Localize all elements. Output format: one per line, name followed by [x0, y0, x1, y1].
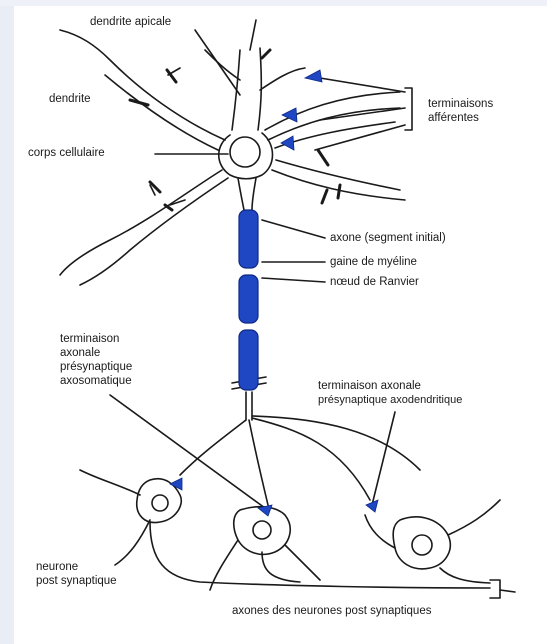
dendrite-lower-left	[60, 170, 222, 275]
post-neuron-3	[393, 517, 450, 569]
spine-2	[130, 100, 148, 105]
axon-branch-far-right	[252, 416, 420, 470]
cell-body-nucleus	[230, 137, 260, 167]
post-neuron-2	[234, 507, 290, 555]
post-neuron-2-nucleus	[253, 521, 271, 539]
leader-axones-post	[500, 590, 515, 592]
post-neuron-1-nucleus	[152, 495, 168, 511]
apical-branch-right	[260, 68, 305, 90]
myelin-segment-1	[239, 210, 258, 268]
label-corps-cellulaire: corps cellulaire	[28, 147, 105, 160]
leader-terminaisons	[315, 78, 405, 150]
label-axone-segment-initial: axone (segment initial)	[330, 232, 446, 245]
axon-branch-left	[180, 420, 246, 475]
spine-4	[322, 190, 327, 203]
label-axodendritique-2: présynaptique axodendritique	[318, 394, 462, 407]
afferent-terminal-1	[305, 70, 322, 82]
post-axon-bracket	[490, 580, 500, 598]
afferent-terminal-3	[281, 136, 294, 150]
apical-branch-left	[205, 50, 240, 80]
dendrite-left-upper	[60, 30, 225, 140]
axon-lower	[246, 392, 252, 420]
label-dendrite: dendrite	[49, 93, 91, 106]
myelin-segment-3	[239, 330, 258, 390]
label-terminaisons-1: terminaisons	[428, 98, 493, 111]
myelin-segment-2	[239, 275, 258, 323]
label-dendrite-apicale: dendrite apicale	[90, 16, 171, 29]
label-axosomatique-1: terminaison	[60, 333, 119, 346]
spine-3	[318, 150, 328, 165]
label-gaine-de-myeline: gaine de myéline	[330, 256, 417, 269]
dendrite-right-3	[276, 160, 400, 190]
leader-axone	[262, 220, 325, 238]
axon-hillock	[238, 178, 256, 210]
label-noeud-de-ranvier: nœud de Ranvier	[330, 276, 419, 289]
post-axon-1	[150, 522, 490, 588]
label-axodendritique-1: terminaison axonale	[318, 380, 421, 393]
leader-axodendritique	[372, 412, 395, 505]
axon-branch-mid	[249, 420, 268, 505]
leader-bracket-afferentes	[405, 88, 412, 130]
post-neuron-1-dendrite	[80, 470, 150, 565]
label-axosomatique-4: axosomatique	[60, 375, 132, 388]
spine-5	[338, 185, 340, 198]
cell-body-outline	[219, 133, 273, 179]
spine-7	[165, 205, 172, 210]
label-terminaisons-2: afférentes	[428, 112, 479, 125]
label-neurone-post-2: post synaptique	[36, 575, 117, 588]
apical-branch-top	[250, 20, 256, 50]
label-neurone-post-1: neurone	[36, 561, 78, 574]
dendrite-left-upper-b	[105, 75, 218, 150]
label-axosomatique-2: axonale	[60, 347, 100, 360]
leader-noeud	[262, 278, 325, 282]
spine-8	[262, 50, 270, 58]
leader-dendrite-apicale	[195, 30, 240, 95]
label-axones-neurones-post: axones des neurones post synaptiques	[232, 605, 431, 618]
post-neuron-3-dendrite	[365, 500, 500, 548]
post-neuron-3-nucleus	[412, 535, 432, 555]
label-axosomatique-3: présynaptique	[60, 361, 132, 374]
